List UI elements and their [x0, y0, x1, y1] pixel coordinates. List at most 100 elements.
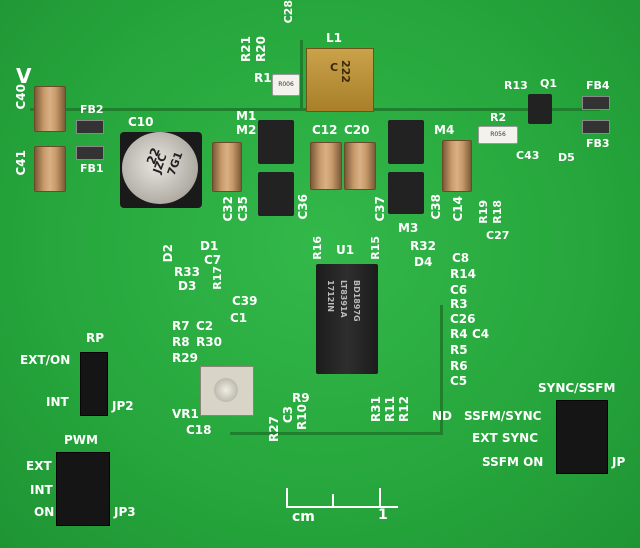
label-m1: M1 — [236, 109, 257, 123]
label-d2: D2 — [161, 244, 175, 263]
label-ssfm-on: SSFM ON — [482, 455, 544, 469]
jumper-sync-ssfm[interactable] — [556, 400, 608, 474]
capacitor-c14 — [442, 140, 472, 192]
mosfet-m2 — [258, 172, 294, 216]
label-r5: R5 — [450, 343, 468, 357]
ruler-tick-0 — [286, 488, 288, 506]
label-ext-sync: EXT SYNC — [472, 431, 538, 445]
label-c39: C39 — [232, 294, 258, 308]
label-c6: C6 — [450, 283, 468, 297]
l1-marking-c: C — [330, 61, 339, 74]
label-c8: C8 — [452, 251, 470, 265]
label-c35: C35 — [236, 196, 250, 222]
label-c3: C3 — [281, 406, 295, 424]
label-c37: C37 — [373, 196, 387, 222]
label-v: V — [16, 64, 32, 88]
label-r10: R10 — [295, 404, 309, 430]
potentiometer-vr1-knob[interactable] — [214, 378, 238, 402]
label-r29: R29 — [172, 351, 198, 365]
label-c27: C27 — [486, 229, 510, 242]
inductor-l1 — [306, 48, 374, 112]
label-r8: R8 — [172, 335, 190, 349]
label-u1: U1 — [336, 243, 355, 257]
capacitor-c40 — [34, 86, 66, 132]
label-c1: C1 — [230, 311, 248, 325]
label-r20: R20 — [254, 36, 268, 62]
jumper-jp3[interactable] — [56, 452, 110, 526]
label-r16: R16 — [311, 236, 324, 260]
label-r13: R13 — [504, 79, 528, 92]
ic-u1 — [316, 264, 378, 374]
label-fb1: FB1 — [80, 162, 104, 175]
capacitor-c12 — [310, 142, 342, 190]
label-r2: R2 — [490, 111, 507, 124]
resistor-r1: R006 — [272, 74, 300, 96]
resistor-r2: R056 — [478, 126, 518, 144]
ferrite-fb3 — [582, 120, 610, 134]
label-fb4: FB4 — [586, 79, 610, 92]
label-r4: R4 — [450, 327, 468, 341]
label-r3: R3 — [450, 297, 468, 311]
transistor-q1 — [528, 94, 552, 124]
label-on: ON — [34, 505, 55, 519]
label-d1: D1 — [200, 239, 219, 253]
mosfet-m1 — [258, 120, 294, 164]
ferrite-fb4 — [582, 96, 610, 110]
u1-marking-line3: BD1897G — [352, 280, 361, 322]
label-ext-on: EXT/ON — [20, 353, 71, 367]
label-ssfm-sync: SSFM/SYNC — [464, 409, 542, 423]
label-m2: M2 — [236, 123, 257, 137]
jumper-jp2[interactable] — [80, 352, 108, 416]
label-fb2: FB2 — [80, 103, 104, 116]
ruler-tick-5 — [332, 494, 334, 506]
label-r7: R7 — [172, 319, 190, 333]
label-m4: M4 — [434, 123, 455, 137]
label-c32: C32 — [221, 196, 235, 222]
capacitor-c10-can — [122, 132, 198, 204]
label-jp3: JP3 — [114, 505, 136, 519]
ruler-scale — [286, 488, 398, 508]
label-r32: R32 — [410, 239, 436, 253]
label-c20: C20 — [344, 123, 370, 137]
label-r12: R12 — [397, 396, 411, 422]
label-r27: R27 — [267, 416, 281, 442]
label-int2: INT — [30, 483, 53, 497]
label-c12: C12 — [312, 123, 338, 137]
capacitor-c41 — [34, 146, 66, 192]
label-jp: JP — [612, 455, 626, 469]
label-c41: C41 — [14, 150, 28, 176]
label-r9: R9 — [292, 391, 310, 405]
label-cm: cm — [292, 509, 315, 525]
trace-right — [440, 305, 443, 435]
label-pwm: PWM — [64, 433, 98, 447]
ferrite-fb1 — [76, 146, 104, 160]
label-r31: R31 — [369, 396, 383, 422]
label-r1: R1 — [254, 71, 272, 85]
trace-bottom — [230, 432, 442, 435]
label-r11: R11 — [383, 396, 397, 422]
ruler-tick-1 — [379, 488, 381, 506]
label-r17: R17 — [211, 266, 224, 290]
label-c36: C36 — [296, 194, 310, 220]
mosfet-m4 — [388, 120, 424, 164]
label-r6: R6 — [450, 359, 468, 373]
label-r21: R21 — [239, 36, 253, 62]
ferrite-fb2 — [76, 120, 104, 134]
label-c26: C26 — [450, 312, 476, 326]
label-r33: R33 — [174, 265, 200, 279]
label-rp: RP — [86, 331, 105, 345]
label-c5: C5 — [450, 374, 468, 388]
label-c7: C7 — [204, 253, 222, 267]
label-jp2: JP2 — [112, 399, 134, 413]
label-ruler-1: 1 — [378, 507, 388, 523]
mosfet-m3 — [388, 172, 424, 214]
label-fb3: FB3 — [586, 137, 610, 150]
u1-marking-line2: LT8391A — [339, 280, 348, 318]
u1-marking-line1: 1712IN — [326, 280, 335, 312]
trace-mid — [300, 40, 303, 110]
label-int: INT — [46, 395, 69, 409]
label-r30: R30 — [196, 335, 222, 349]
capacitor-c32 — [212, 142, 242, 192]
capacitor-c20 — [344, 142, 376, 190]
